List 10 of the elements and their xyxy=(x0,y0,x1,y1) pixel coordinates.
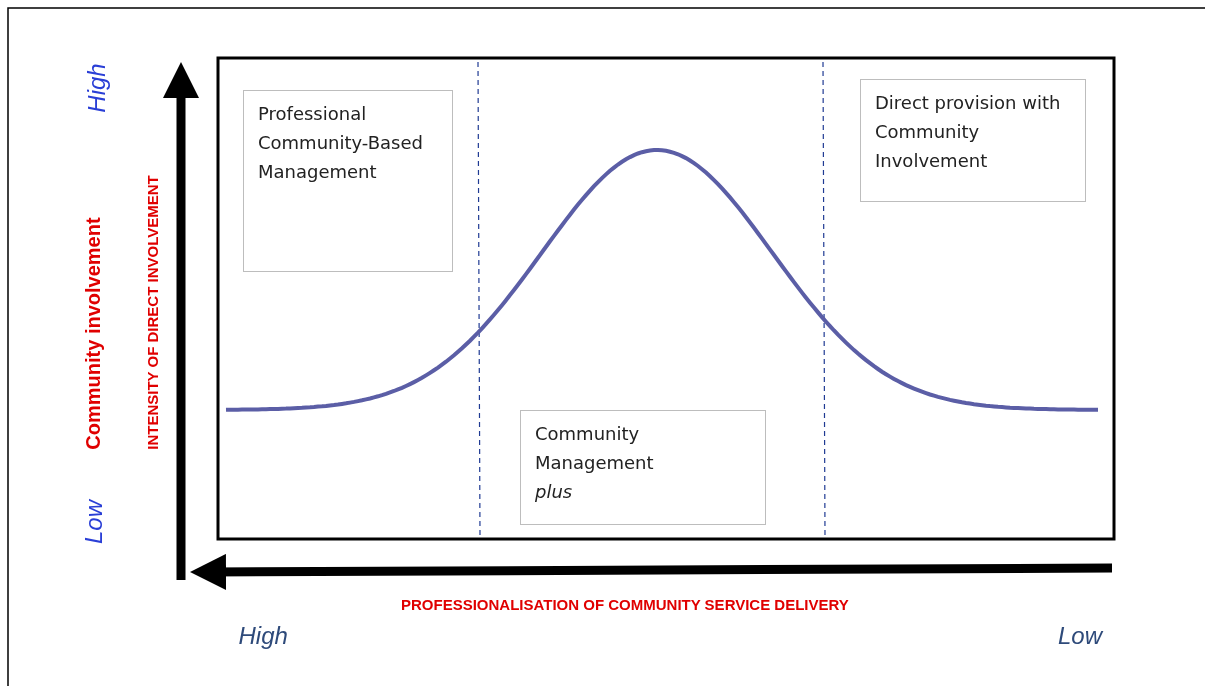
text-box: Direct provision with Community Involvement xyxy=(860,79,1086,202)
axis-title: Community involvement xyxy=(81,216,105,450)
axis-title: INTENSITY OF DIRECT INVOLVEMENT xyxy=(143,174,161,450)
axis-title: PROFESSIONALISATION OF COMMUNITY SERVICE DELIVERY xyxy=(401,595,849,613)
axis-end-label: Low xyxy=(1058,622,1103,650)
text-box: Professional Community-Based Management xyxy=(243,90,453,272)
axis-end-label: High xyxy=(238,622,288,650)
text-box: Community Management plus xyxy=(520,410,766,525)
axis-end-label: Low xyxy=(80,500,108,544)
axis-end-label: High xyxy=(82,63,111,113)
